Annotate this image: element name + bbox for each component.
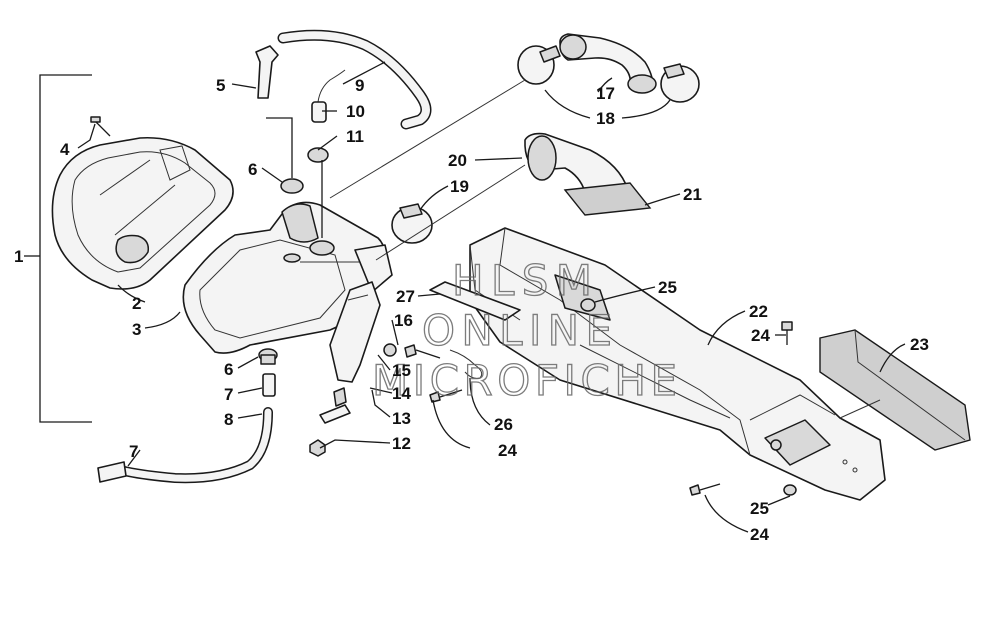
callout-3: 3 — [132, 320, 141, 339]
item-6-grommet-top — [280, 178, 304, 194]
item-10-valve — [311, 69, 346, 123]
item-4-screw — [90, 116, 111, 137]
callout-14: 14 — [392, 384, 411, 403]
callout-2: 2 — [132, 294, 141, 313]
item-18-clamp-right — [660, 63, 700, 103]
callout-11: 11 — [346, 127, 364, 146]
item-9-hose — [277, 29, 432, 130]
callout-18: 18 — [596, 109, 615, 128]
item-16-bolt — [404, 344, 441, 359]
item-6-grommet-bottom — [258, 348, 278, 365]
item-24-screw-a — [781, 321, 793, 345]
item-25-nut-a — [580, 298, 596, 312]
item-21-foam-pad — [563, 182, 652, 216]
item-12-nut — [309, 404, 351, 457]
item-7-fitting-lower — [97, 461, 127, 483]
item-26-strap — [449, 349, 483, 379]
assembly-bracket — [24, 74, 92, 423]
item-5-elbow — [255, 45, 279, 99]
item-15-washer — [383, 343, 397, 357]
item-27-gasket — [429, 281, 521, 321]
item-20-boot — [524, 132, 629, 199]
callout-6-upper: 6 — [248, 160, 257, 179]
callout-24-center: 24 — [498, 441, 517, 460]
callout-23: 23 — [910, 335, 929, 354]
callout-6-lower: 6 — [224, 360, 233, 379]
callout-20: 20 — [448, 151, 467, 170]
callout-16: 16 — [394, 311, 413, 330]
leader-lines — [77, 61, 906, 533]
callout-25-upper: 25 — [658, 278, 677, 297]
callout-25-lower: 25 — [750, 499, 769, 518]
item-14-mount — [333, 387, 347, 407]
item-24-screw-b — [429, 389, 463, 403]
callout-7-upper: 7 — [224, 385, 233, 404]
item-24-screw-c — [689, 483, 721, 496]
callout-17: 17 — [596, 84, 615, 103]
item-23-foam-filter — [819, 329, 971, 451]
item-19-clamp — [391, 203, 433, 244]
airbox-base — [182, 201, 393, 354]
callout-1: 1 — [14, 247, 23, 266]
watermark-line3: MICROFICHE — [372, 356, 677, 405]
callout-21: 21 — [683, 185, 702, 204]
item-17-coupler — [559, 33, 657, 94]
callout-9: 9 — [355, 76, 364, 95]
callout-13: 13 — [392, 409, 411, 428]
item-8-drain-hose — [115, 407, 273, 484]
callout-22: 22 — [749, 302, 768, 321]
watermark: HLSM ONLINE MICROFICHE — [371, 255, 677, 405]
callout-15: 15 — [392, 361, 411, 380]
callout-5: 5 — [216, 76, 225, 95]
callout-8: 8 — [224, 410, 233, 429]
watermark-line1: HLSM — [452, 256, 592, 305]
callout-10: 10 — [346, 102, 365, 121]
item-13-bracket — [329, 281, 381, 383]
callout-7-lower: 7 — [129, 442, 138, 461]
item-25-nut-b — [783, 484, 797, 496]
item-22-silencer — [469, 227, 886, 501]
callout-27: 27 — [396, 287, 415, 306]
item-18-clamp-left — [517, 45, 561, 85]
callout-19: 19 — [450, 177, 469, 196]
item-7-fitting-upper — [262, 373, 276, 397]
airbox-cover — [51, 136, 234, 290]
callout-12: 12 — [392, 434, 411, 453]
callout-4: 4 — [60, 140, 70, 159]
callout-24-bottom: 24 — [750, 525, 769, 544]
item-11-grommet — [307, 147, 329, 163]
callout-24-right: 24 — [751, 326, 770, 345]
callout-26: 26 — [494, 415, 513, 434]
callout-labels: 1 2 3 4 5 6 6 7 7 8 9 10 11 12 13 14 15 … — [14, 76, 929, 544]
